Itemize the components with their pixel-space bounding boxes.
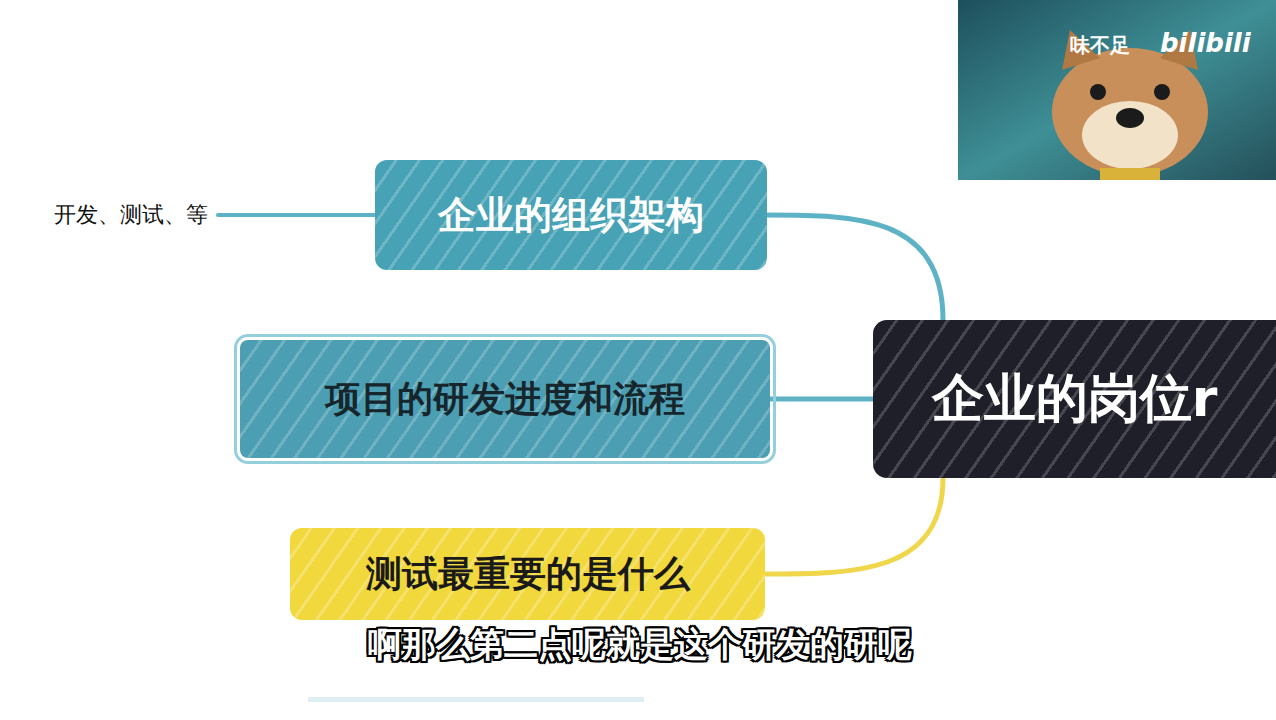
scroll-bar <box>308 697 644 702</box>
watermark-text: 味不足 <box>1070 32 1130 59</box>
node-text: 项目的研发进度和流程 <box>325 375 685 424</box>
dog-nose <box>1116 108 1144 128</box>
dog-muzzle <box>1082 101 1178 169</box>
watermark-panel <box>958 0 1276 180</box>
note-text: 开发、测试、等 <box>54 200 208 230</box>
subtitle-caption: 啊那么第二点呢就是这个研发的研呢 <box>368 622 912 668</box>
dog-eye <box>1090 84 1106 100</box>
node-text: 企业的岗位r <box>932 364 1218 434</box>
branch-connector <box>767 215 943 320</box>
branch-connector <box>765 478 943 574</box>
branch-box: 项目的研发进度和流程 <box>240 340 770 458</box>
branch-connector <box>770 397 873 402</box>
root-box: 企业的岗位r <box>873 320 1276 478</box>
branch-box: 企业的组织架构 <box>375 160 767 270</box>
dog-head <box>1052 48 1208 176</box>
node-text: 测试最重要的是什么 <box>366 550 690 599</box>
dog-eye <box>1154 84 1170 100</box>
branch-box: 测试最重要的是什么 <box>290 528 765 620</box>
watermark-logo: bilibili <box>1160 28 1251 58</box>
node-text: 企业的组织架构 <box>438 190 704 241</box>
dog-collar <box>1100 168 1160 180</box>
leader-line <box>218 213 375 217</box>
